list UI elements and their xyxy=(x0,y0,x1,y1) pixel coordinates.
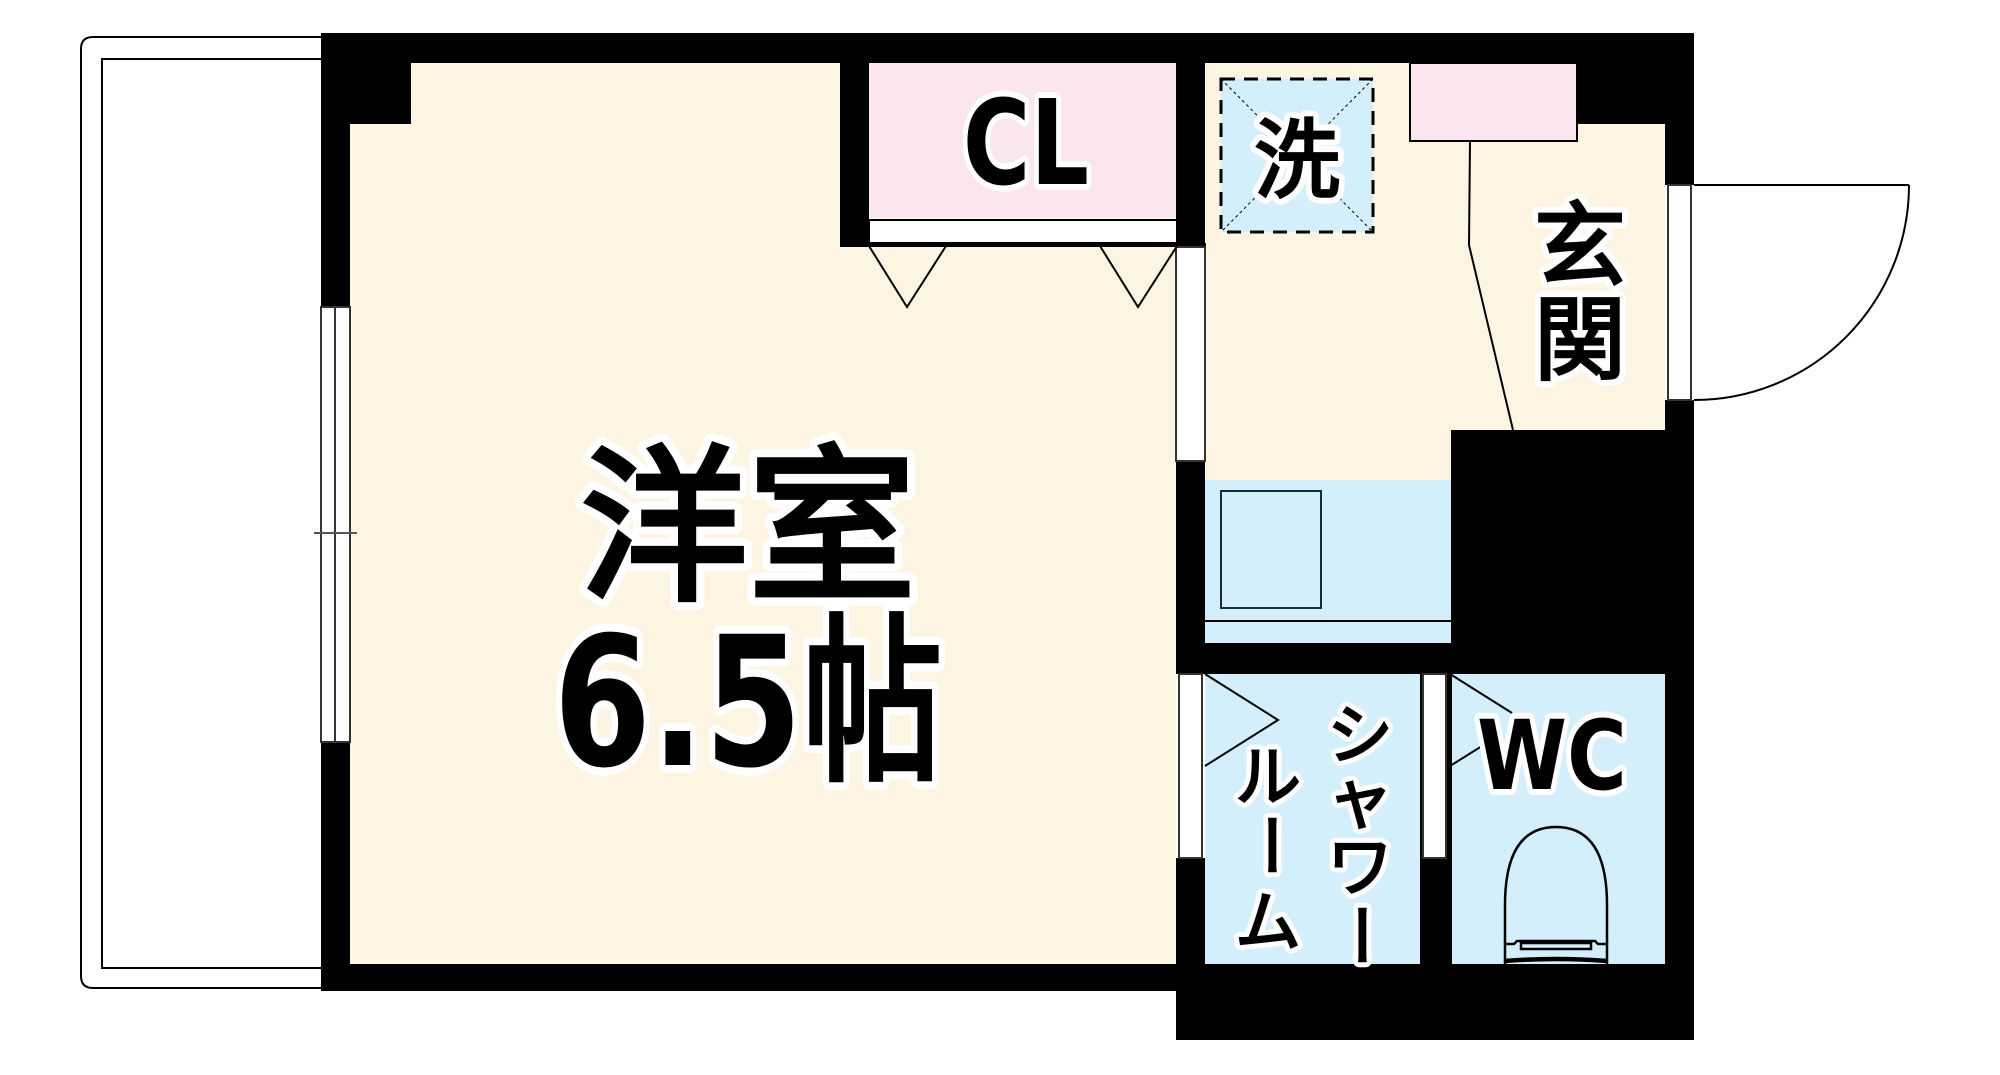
closet-label: CL xyxy=(963,75,1089,212)
shower-room-floor xyxy=(1205,674,1420,1011)
entrance-step-line xyxy=(1467,140,1514,431)
hall-door-opening[interactable] xyxy=(1175,246,1206,462)
svg-text:ー: ー xyxy=(1321,902,1398,968)
wc-label: WC xyxy=(1477,701,1627,813)
shower-room-label: シ ャ ワ ー ル ー ム xyxy=(1226,692,1403,973)
svg-text:ャ: ャ xyxy=(1327,761,1393,838)
balcony-window xyxy=(314,306,357,743)
shoe-cabinet xyxy=(1409,62,1578,142)
washer-label: 洗 xyxy=(1254,111,1340,211)
closet-door-swing-icon xyxy=(868,245,1178,309)
walls xyxy=(321,33,1694,1040)
closet-rail xyxy=(868,219,1178,244)
balcony xyxy=(80,36,321,989)
toilet-icon xyxy=(1503,825,1609,1012)
svg-text:ル: ル xyxy=(1235,739,1301,816)
svg-text:ワ: ワ xyxy=(1327,829,1393,906)
svg-text:玄: 玄 xyxy=(1534,193,1626,300)
svg-text:ム: ム xyxy=(1235,884,1301,961)
svg-text:シ: シ xyxy=(1327,697,1393,774)
shower-door-opening[interactable] xyxy=(1178,673,1203,859)
shower-door-swing-icon xyxy=(1204,673,1280,767)
closet-area xyxy=(869,63,1177,217)
svg-text:ー: ー xyxy=(1231,812,1308,878)
entry-door-swing-icon xyxy=(1693,184,1910,401)
washer-space xyxy=(1219,77,1375,234)
hall-floor-lower xyxy=(1205,420,1453,480)
wc-floor xyxy=(1450,674,1665,1011)
main-room-size: 6.5帖 xyxy=(553,599,942,809)
svg-text:関: 関 xyxy=(1534,287,1626,394)
kitchen-floor xyxy=(1205,480,1453,643)
entrance-label: 玄 関 xyxy=(1528,187,1632,400)
kitchen-sink-icon xyxy=(1205,490,1453,622)
wc-door-opening[interactable] xyxy=(1422,673,1447,859)
wc-door-swing-icon xyxy=(1449,673,1513,767)
entry-door-opening[interactable] xyxy=(1667,184,1692,401)
main-room-name: 洋室 xyxy=(580,430,916,626)
